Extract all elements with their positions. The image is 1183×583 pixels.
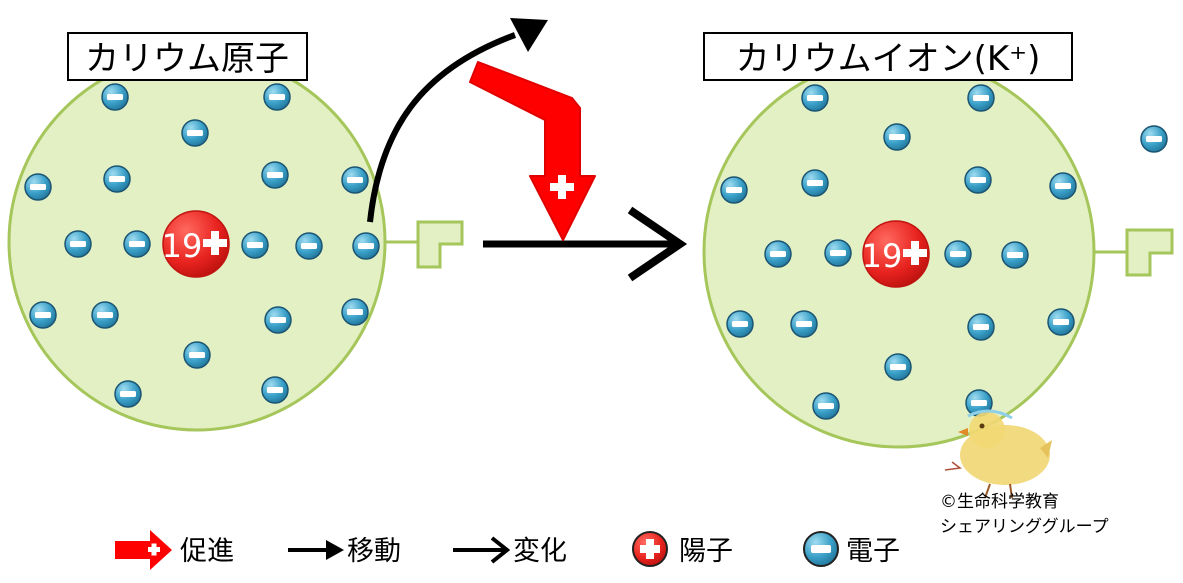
electron-icon xyxy=(181,119,209,147)
movement-arrow-icon xyxy=(288,540,344,560)
electron-icon xyxy=(261,161,289,189)
electron-icon xyxy=(884,353,912,381)
electron-icon xyxy=(1049,172,1077,200)
credit-line-1: ©生命科学教育 xyxy=(940,492,1059,512)
electron-icon xyxy=(964,166,992,194)
electron-icon xyxy=(824,239,852,267)
electron-icon xyxy=(341,166,369,194)
electron-icon xyxy=(263,83,291,111)
electron-icon xyxy=(101,83,129,111)
electron-icon xyxy=(801,84,829,112)
electron-group xyxy=(24,83,380,408)
electron-icon xyxy=(352,232,380,260)
ion-notch-shape xyxy=(1125,228,1174,277)
electron-icon xyxy=(967,84,995,112)
electron-icon xyxy=(790,310,818,338)
potassium-atom: 19 xyxy=(7,52,464,432)
electron-icon xyxy=(241,231,269,259)
left-title-box: カリウム原子 xyxy=(67,32,308,81)
nucleus: 19 xyxy=(862,220,930,288)
plus-icon xyxy=(203,231,227,255)
electron-icon xyxy=(29,301,57,329)
electron-icon xyxy=(261,376,289,404)
electron-icon xyxy=(726,310,754,338)
legend-item: 移動 xyxy=(288,536,401,567)
electron-icon xyxy=(1047,308,1075,336)
electron-icon xyxy=(944,240,972,268)
electron-icon xyxy=(801,169,829,197)
promotion-arrow-icon xyxy=(115,530,172,570)
nucleus-label: 19 xyxy=(162,227,203,265)
legend-label: 変化 xyxy=(513,536,567,567)
electron-icon xyxy=(720,176,748,204)
promotion-arrow-icon xyxy=(469,61,596,241)
left-title: カリウム原子 xyxy=(85,39,289,79)
electron-icon xyxy=(803,531,839,567)
electron-icon xyxy=(1001,241,1029,269)
electron-icon xyxy=(183,341,211,369)
electron-icon xyxy=(123,230,151,258)
electron-icon xyxy=(967,313,995,341)
electron-icon xyxy=(114,380,142,408)
movement-arrow-icon xyxy=(367,18,548,223)
electron-icon xyxy=(103,165,131,193)
legend-label: 陽子 xyxy=(679,536,733,567)
nucleus: 19 xyxy=(162,210,230,278)
plus-icon xyxy=(550,175,574,199)
legend-item: 促進 xyxy=(115,530,234,570)
electron-icon xyxy=(883,123,911,151)
right-title: カリウムイオン(K⁺) xyxy=(736,39,1041,79)
legend-item: 変化 xyxy=(453,536,567,567)
nucleus-label: 19 xyxy=(862,237,903,275)
legend-item: 陽子 xyxy=(632,531,733,567)
potassium-ion: 19 xyxy=(702,55,1174,449)
electron-icon xyxy=(965,389,993,417)
chick-mascot-icon xyxy=(944,409,1052,499)
legend-label: 電子 xyxy=(846,536,900,567)
electron-icon xyxy=(295,232,323,260)
legend: 促進 移動 変化 陽子 xyxy=(115,530,900,570)
legend-label: 促進 xyxy=(180,536,234,567)
electron-icon xyxy=(1140,125,1168,153)
electron-icon xyxy=(264,306,292,334)
right-title-box: カリウムイオン(K⁺) xyxy=(703,32,1073,81)
electron-icon xyxy=(64,230,92,258)
electron-icon xyxy=(91,301,119,329)
released-electron xyxy=(1140,125,1168,153)
electron-group xyxy=(720,84,1077,420)
electron-icon xyxy=(24,173,52,201)
atom-notch-shape xyxy=(416,220,464,269)
electron-icon xyxy=(764,240,792,268)
proton-icon xyxy=(632,531,668,567)
electron-icon xyxy=(341,298,369,326)
credit-line-2: シェアリンググループ xyxy=(940,517,1109,537)
change-arrow-icon xyxy=(483,206,688,282)
legend-item: 電子 xyxy=(803,531,900,567)
electron-icon xyxy=(812,392,840,420)
plus-icon xyxy=(903,241,927,265)
legend-label: 移動 xyxy=(347,536,401,567)
change-arrow-icon xyxy=(453,536,511,564)
